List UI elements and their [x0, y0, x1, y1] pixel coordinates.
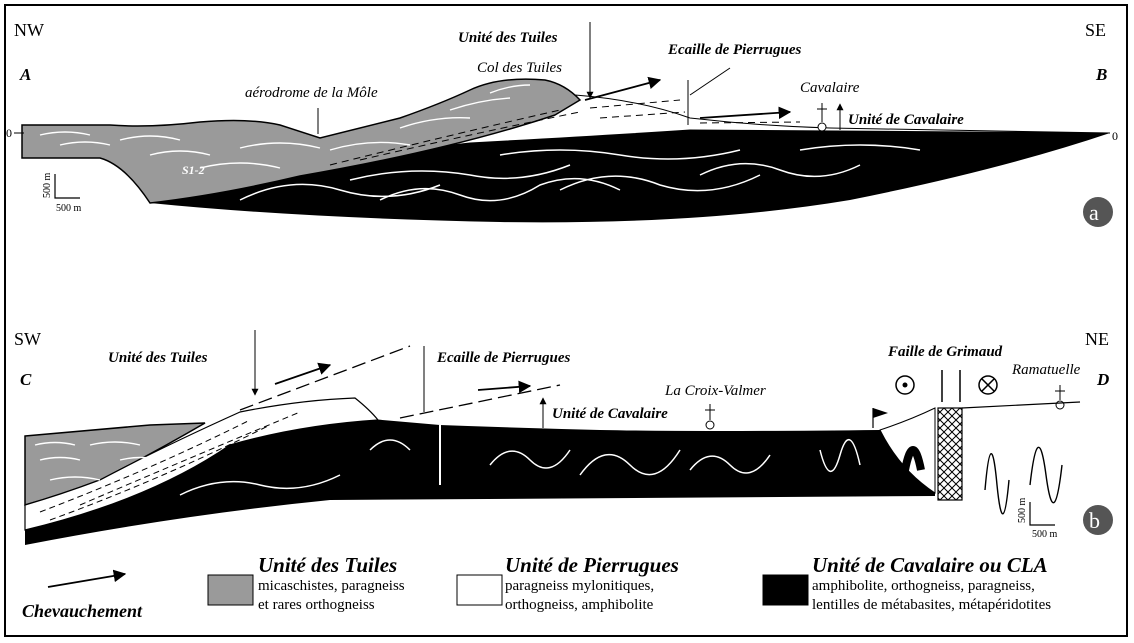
section-a-point-right: B: [1095, 65, 1107, 84]
section-a-col-tuiles-label: Col des Tuiles: [477, 60, 562, 76]
legend-pierrugues-desc-1: paragneiss mylonitiques,: [505, 578, 654, 594]
legend-cavalaire-swatch: [762, 574, 809, 606]
legend-tuiles-swatch: [207, 574, 254, 606]
section-b-topography-east: [961, 401, 1081, 409]
section-a-scale-vertical: 500 m: [42, 173, 53, 199]
section-a-cavalaire-town-label: Cavalaire: [800, 80, 860, 96]
section-a-zero-right: 0: [1112, 129, 1118, 143]
section-a-thrust-arrow-lower: [699, 106, 792, 120]
legend-pierrugues-title: Unité de Pierrugues: [505, 553, 679, 577]
section-b-thrust-arrow-upper: [274, 362, 332, 385]
section-b: SW NE C D Unité des Tuiles Ecaille de Pi…: [14, 329, 1113, 545]
section-b-scale-vertical: 500 m: [1017, 498, 1028, 524]
section-a-ecaille-leader: [689, 67, 731, 96]
section-b-tuiles-foliation: [34, 441, 161, 481]
section-b-town-symbol-croix: [705, 404, 715, 430]
section-a-scale-horizontal: 500 m: [56, 203, 82, 214]
section-b-thrust-arrow-lower: [477, 380, 532, 394]
section-b-ecaille-label: Ecaille de Pierrugues: [436, 350, 570, 366]
section-b-thrust-flag: [872, 408, 888, 428]
section-b-scale-bar: [1029, 502, 1055, 526]
section-a: NW SE A B Unité des Tuiles Col des Tuile…: [6, 20, 1118, 227]
section-b-corner-left: SW: [14, 329, 41, 349]
legend-tuiles-desc-2: et rares orthogneiss: [258, 597, 375, 613]
section-a-thrust-arrow-upper: [584, 76, 662, 101]
section-b-unit-cavalaire-label: Unité de Cavalaire: [552, 406, 668, 422]
section-a-tuiles-foliation: [39, 84, 531, 169]
section-a-zero-left: 0: [6, 126, 12, 140]
legend-cavalaire-desc-2: lentilles de métabasites, métapéridotite…: [812, 597, 1051, 613]
legend: Chevauchement Unité des Tuiles micaschis…: [22, 553, 1051, 621]
section-a-tuiles-unit: [21, 78, 582, 204]
section-b-grimaud-fault-zone: [937, 407, 963, 501]
legend-cavalaire-desc-1: amphibolite, orthogneiss, paragneiss,: [812, 578, 1035, 594]
section-a-corner-left: NW: [14, 20, 44, 40]
section-a-pierrugues-dashes: [329, 99, 801, 166]
section-a-aerodrome-label: aérodrome de la Môle: [245, 85, 378, 101]
section-a-ecaille-label: Ecaille de Pierrugues: [667, 42, 801, 58]
section-a-scale-bar: [54, 174, 80, 199]
section-a-town-symbol: [817, 103, 827, 132]
section-a-point-left: A: [19, 65, 31, 84]
section-b-east-folds: [984, 446, 1063, 515]
legend-pierrugues-desc-2: orthogneiss, amphibolite: [505, 597, 654, 613]
legend-thrust-label: Chevauchement: [22, 601, 143, 621]
section-b-faille-grimaud-label: Faille de Grimaud: [887, 344, 1003, 360]
legend-thrust-arrow-icon: [47, 569, 127, 588]
section-b-panel-letter: b: [1089, 508, 1100, 533]
section-b-pierrugues-unit: [24, 397, 380, 531]
section-a-unit-cavalaire-label: Unité de Cavalaire: [848, 112, 964, 128]
section-b-cavalaire-folds: [179, 439, 861, 496]
section-b-point-right: D: [1096, 370, 1109, 389]
section-b-corner-right: NE: [1085, 329, 1109, 349]
section-b-scale-horizontal: 500 m: [1032, 529, 1058, 540]
legend-tuiles-desc-1: micaschistes, paragneiss: [258, 578, 405, 594]
section-b-point-left: C: [20, 370, 32, 389]
legend-cavalaire-title: Unité de Cavalaire ou CLA: [812, 553, 1048, 577]
section-a-panel-badge: [1083, 197, 1113, 227]
section-b-movement-in-icon: [978, 375, 998, 395]
section-b-unit-tuiles-label: Unité des Tuiles: [108, 350, 208, 366]
section-a-panel-letter: a: [1089, 200, 1099, 225]
legend-tuiles-title: Unité des Tuiles: [258, 553, 397, 577]
section-a-unit-tuiles-label: Unité des Tuiles: [458, 30, 558, 46]
section-b-thrust-dashes: [239, 345, 561, 419]
section-b-fault-wedge-fold: [901, 446, 925, 471]
section-b-ramatuelle-label: Ramatuelle: [1011, 362, 1081, 378]
section-b-town-symbol-ramatuelle: [1055, 385, 1065, 410]
section-a-cavalaire-folds: [239, 144, 921, 202]
section-b-panel-badge: [1083, 505, 1113, 535]
section-a-s12-label: S1-2: [182, 163, 205, 177]
section-b-pierrugues-dashes: [39, 411, 301, 521]
figure-frame: [4, 4, 1128, 637]
legend-pierrugues-swatch: [456, 574, 503, 606]
section-b-movement-out-icon: [895, 375, 915, 395]
section-b-cavalaire-unit: [25, 418, 935, 545]
section-b-croix-valmer-label: La Croix-Valmer: [664, 383, 766, 399]
section-a-corner-right: SE: [1085, 20, 1106, 40]
